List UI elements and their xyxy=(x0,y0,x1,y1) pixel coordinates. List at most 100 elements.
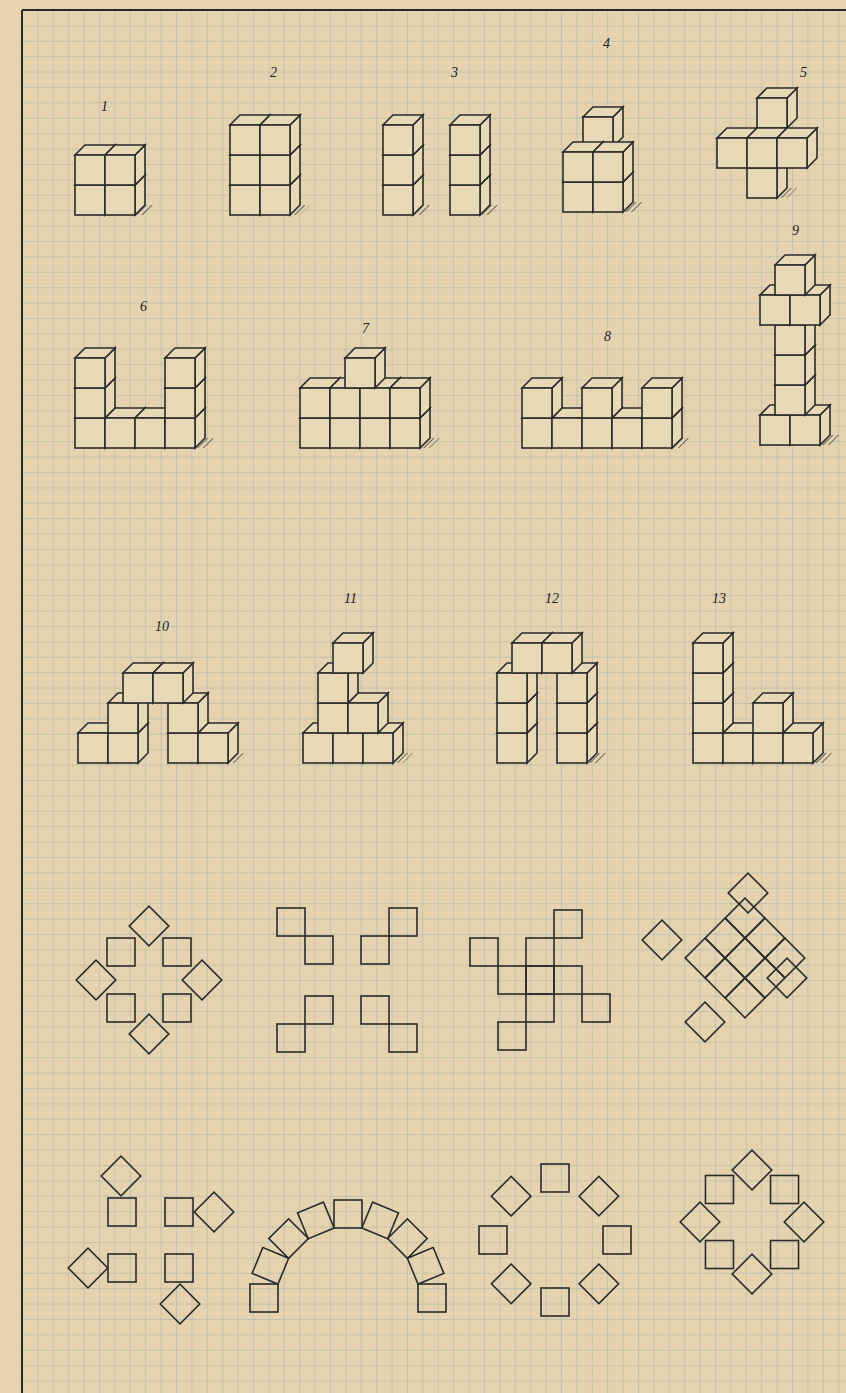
cube-front xyxy=(760,295,790,325)
cube-front xyxy=(612,418,642,448)
cube-front xyxy=(747,138,777,168)
diamond-tile xyxy=(129,906,169,946)
cube-front xyxy=(105,155,135,185)
cube-front xyxy=(260,125,290,155)
cube-front xyxy=(300,418,330,448)
cube-front xyxy=(522,388,552,418)
cube-front xyxy=(552,418,582,448)
cube-front xyxy=(75,185,105,215)
cube-front xyxy=(783,733,813,763)
cube-front xyxy=(165,418,195,448)
cube-front xyxy=(383,155,413,185)
square-tile xyxy=(470,938,498,966)
cube-front xyxy=(75,155,105,185)
cube xyxy=(75,348,115,388)
square-tile xyxy=(771,1175,799,1203)
cube-front xyxy=(450,125,480,155)
cube xyxy=(450,115,490,155)
cube-front xyxy=(542,643,572,673)
cube-front xyxy=(108,703,138,733)
cube-front xyxy=(557,733,587,763)
callout-number: 2 xyxy=(270,66,277,80)
cube-figure xyxy=(383,115,433,215)
diamond-tile xyxy=(784,1202,824,1242)
cube-front xyxy=(790,415,820,445)
border-line xyxy=(21,10,23,1393)
cube-front xyxy=(723,733,753,763)
square-tile xyxy=(582,994,610,1022)
diamond-tile xyxy=(194,1192,234,1232)
cube-front xyxy=(75,358,105,388)
cube-front xyxy=(693,643,723,673)
cube-front xyxy=(300,388,330,418)
diamond-tile xyxy=(680,1202,720,1242)
diamond-tile xyxy=(642,920,682,960)
square-tile xyxy=(498,1022,526,1050)
callout-number: 12 xyxy=(545,592,559,606)
cube-front xyxy=(753,703,783,733)
callout-number: 8 xyxy=(604,330,611,344)
callout-number: 3 xyxy=(451,66,458,80)
square-tile xyxy=(163,994,191,1022)
square-tile xyxy=(165,1198,193,1226)
diamond-tile xyxy=(76,960,116,1000)
cube xyxy=(198,723,238,763)
square-tile xyxy=(771,1241,799,1269)
diamond-tile xyxy=(101,1156,141,1196)
cube-front xyxy=(383,185,413,215)
diamond-tile xyxy=(725,978,765,1018)
cube-front xyxy=(330,418,360,448)
cube-top xyxy=(260,115,300,125)
square-tile xyxy=(250,1284,278,1312)
cube-front xyxy=(123,673,153,703)
cube-front xyxy=(563,152,593,182)
cube-front xyxy=(775,385,805,415)
cube-front xyxy=(497,673,527,703)
cube-front xyxy=(775,325,805,355)
cube-figure xyxy=(78,663,248,763)
diamond-tile xyxy=(767,958,807,998)
diamond-tile xyxy=(160,1284,200,1324)
cube-front xyxy=(497,733,527,763)
callout-number: 10 xyxy=(155,620,169,634)
cube-front xyxy=(450,185,480,215)
cube-front xyxy=(198,733,228,763)
square-tile xyxy=(298,1202,335,1239)
cube xyxy=(165,348,205,388)
cube-front xyxy=(230,125,260,155)
square-tile xyxy=(334,1200,362,1228)
cube xyxy=(383,115,423,155)
square-tile xyxy=(277,1024,305,1052)
square-tile xyxy=(305,996,333,1024)
square-tile xyxy=(554,910,582,938)
cube-front xyxy=(360,388,390,418)
square-tile xyxy=(361,996,389,1024)
square-tile xyxy=(705,1175,733,1203)
cube-front xyxy=(790,295,820,325)
cube-front xyxy=(693,703,723,733)
diamond-tile xyxy=(68,1248,108,1288)
cube-top xyxy=(450,115,490,125)
cube xyxy=(522,378,562,418)
graph-grid xyxy=(22,10,846,1393)
cube-front xyxy=(642,388,672,418)
square-tile xyxy=(479,1226,507,1254)
cube xyxy=(582,378,622,418)
square-tile xyxy=(389,908,417,936)
cube xyxy=(783,723,823,763)
square-tile xyxy=(407,1248,444,1285)
diamond-tile xyxy=(765,938,805,978)
cube-front xyxy=(383,125,413,155)
cube-front xyxy=(165,388,195,418)
cube-front xyxy=(105,185,135,215)
callout-number: 7 xyxy=(362,322,369,336)
cube-front xyxy=(333,733,363,763)
cube-front xyxy=(512,643,542,673)
cube-top xyxy=(390,378,430,388)
cube-top xyxy=(583,107,623,117)
diamond-tile xyxy=(725,938,765,978)
cube-front xyxy=(168,733,198,763)
diamond-tile xyxy=(745,958,785,998)
